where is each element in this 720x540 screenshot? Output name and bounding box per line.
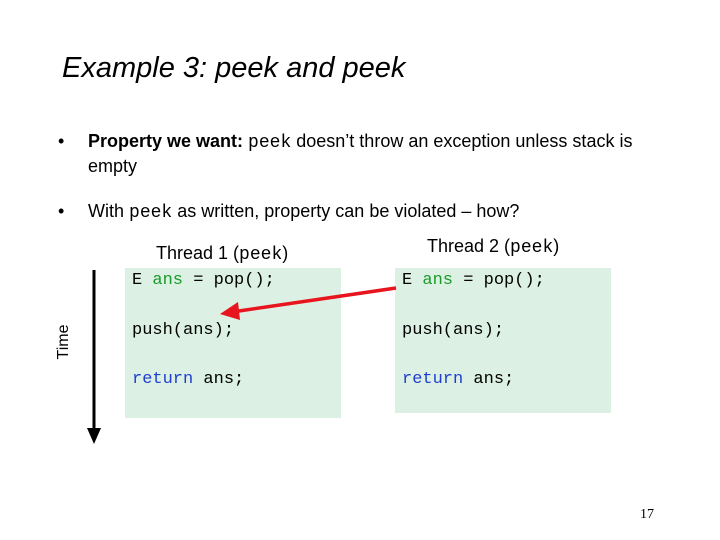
bullet-violation-text: as written, property can be violated – h… [172, 201, 520, 221]
bullet-violation-pre: With [88, 201, 130, 221]
bullet-violation-code: peek [129, 203, 173, 223]
bullet-dot-icon: • [58, 201, 65, 221]
thread2-code-box: E ans = pop(); push(ans); return ans; [395, 268, 611, 413]
thread2-label: Thread 2 (peek) [427, 236, 560, 258]
code-line-push: push(ans); [132, 321, 235, 340]
thread1-label: Thread 1 (peek) [156, 243, 289, 265]
code-line-pop: E ans = pop(); [402, 271, 545, 290]
page-number: 17 [640, 507, 654, 522]
code-line-return: return ans; [132, 370, 245, 389]
bullet-dot-icon: • [58, 131, 65, 151]
interleave-arrow-line [231, 286, 397, 314]
bullet-property-bold: Property we want: [88, 131, 244, 151]
code-line-pop: E ans = pop(); [132, 271, 275, 290]
bullet-property-text: doesn’t throw an exception unless stack … [88, 131, 633, 176]
thread1-code-box: E ans = pop(); push(ans); return ans; [125, 268, 341, 418]
time-axis-label: Time [55, 324, 72, 360]
bullet-property-code: peek [248, 133, 292, 153]
interleave-arrow-head-icon [220, 302, 240, 320]
code-line-return: return ans; [402, 370, 515, 389]
slide-title: Example 3: peek and peek [62, 52, 406, 84]
code-line-push: push(ans); [402, 321, 505, 340]
time-arrow-head-icon [87, 428, 101, 444]
